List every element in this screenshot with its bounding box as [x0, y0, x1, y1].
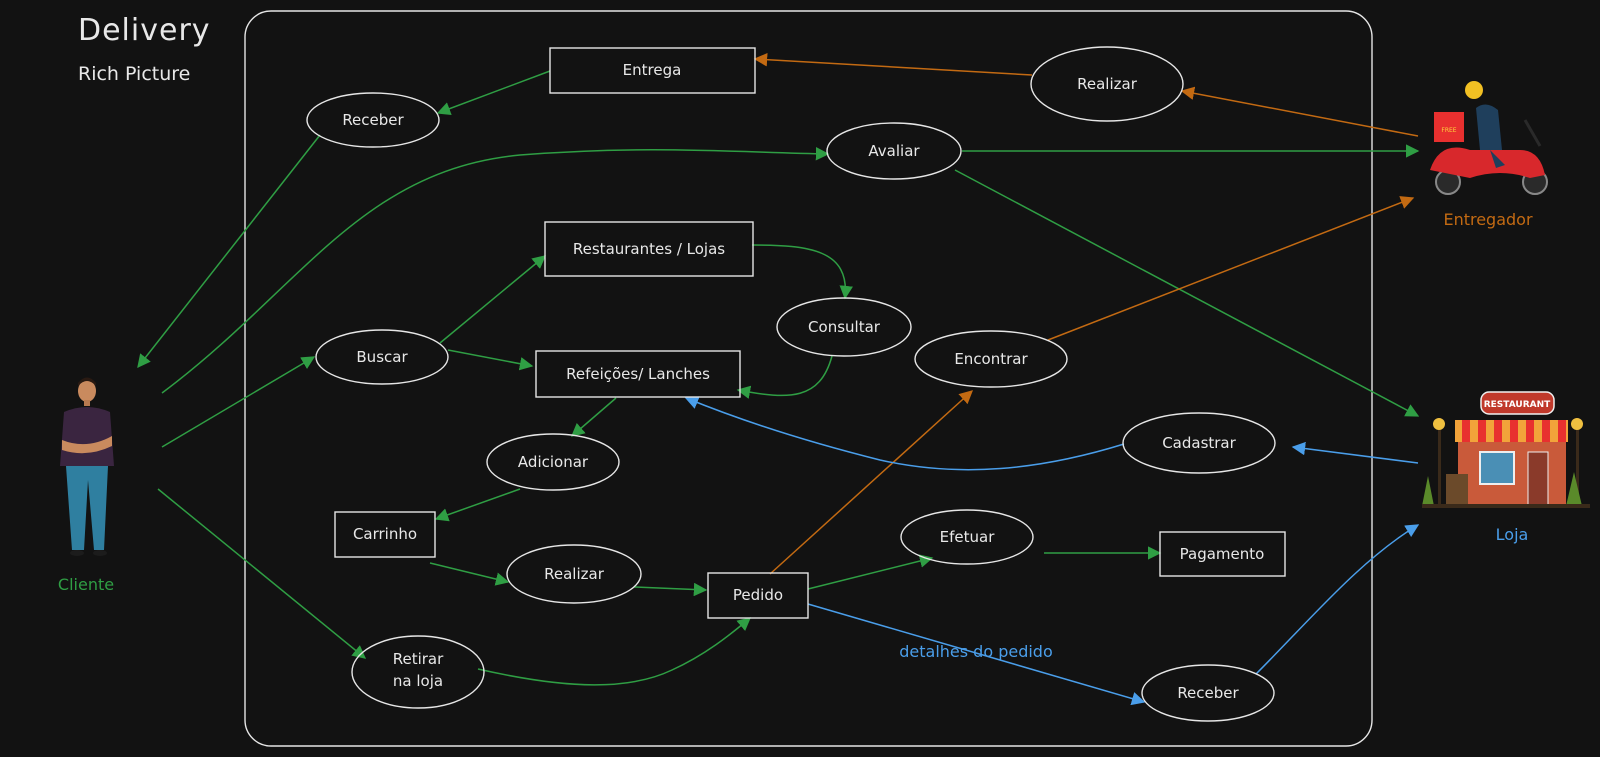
- edge-adicionar-carrinho: [434, 488, 521, 522]
- edge-carrinho-realizar: [429, 562, 510, 586]
- system-boundary: [244, 10, 1373, 747]
- node-pagamento: [1159, 531, 1286, 577]
- node-efetuar: [900, 509, 1034, 565]
- node-avaliar: [826, 122, 962, 180]
- node-realizar-pedido-label: Realizar: [544, 565, 605, 583]
- person-icon: [60, 377, 114, 556]
- actor-cliente-label: Cliente: [58, 575, 114, 594]
- node-restaurantes-lojas: [544, 221, 754, 277]
- restaurant-sign-text: RESTAURANT: [1484, 400, 1551, 410]
- edge-pedido-receber: [807, 603, 1146, 706]
- node-refeicoes-lanches: [535, 350, 741, 398]
- edge-loja-cadastrar: [1291, 441, 1419, 464]
- node-adicionar: [486, 433, 620, 491]
- edge-retirar-pedido: [477, 617, 752, 686]
- edge-refeicoes-adicionar: [570, 397, 617, 437]
- node-carrinho-label: Carrinho: [353, 525, 417, 543]
- edge-buscar-restaurantes: [439, 255, 547, 344]
- node-efetuar-label: Efetuar: [940, 528, 996, 546]
- node-cadastrar-label: Cadastrar: [1162, 434, 1236, 452]
- edge-realizar-entrega: [753, 52, 1033, 76]
- edge-receber-cliente: [137, 134, 321, 369]
- node-buscar-label: Buscar: [356, 348, 408, 366]
- node-buscar: [315, 329, 449, 385]
- node-restaurantes-lojas-label: Restaurantes / Lojas: [573, 240, 725, 258]
- node-carrinho: [334, 511, 436, 558]
- edge-receber-loja: [1255, 524, 1420, 675]
- edge-buscar-refeicoes: [447, 349, 534, 371]
- edge-encontrar-entregador: [1047, 196, 1415, 341]
- node-entrega-label: Entrega: [623, 61, 682, 79]
- edge-restaurantes-consultar: [751, 244, 853, 300]
- node-encontrar: [914, 330, 1068, 388]
- node-retirar-na-loja: [351, 635, 485, 709]
- edge-cliente-retirar: [157, 488, 367, 659]
- node-receber-loja-label: Receber: [1177, 684, 1239, 702]
- restaurant-store-icon: RESTAURANT: [1422, 391, 1590, 508]
- edge-label-detalhes: detalhes do pedido: [899, 642, 1053, 661]
- node-retirar-line1: Retirar: [393, 650, 444, 668]
- edge-pedido-encontrar: [769, 390, 974, 575]
- node-cadastrar: [1122, 412, 1276, 474]
- edges: [137, 52, 1420, 706]
- edge-realizar-pedido: [633, 582, 708, 597]
- node-realizar-pedido: [506, 544, 642, 604]
- node-realizar-entrega: [1030, 46, 1184, 122]
- node-retirar-line2: na loja: [393, 672, 443, 690]
- node-pagamento-label: Pagamento: [1180, 545, 1265, 563]
- edge-cadastrar-refeicoes: [684, 396, 1125, 471]
- edge-consultar-refeicoes: [736, 355, 833, 399]
- edge-cliente-avaliar: [161, 147, 830, 394]
- node-pedido: [707, 572, 809, 619]
- edge-entrega-receber: [436, 70, 551, 116]
- delivery-scooter-icon: FREE: [1430, 81, 1548, 195]
- diagram-title: Delivery: [78, 13, 211, 48]
- node-receber-cliente: [306, 92, 440, 148]
- node-entrega: [549, 47, 756, 94]
- node-consultar: [776, 297, 912, 357]
- actor-entregador-label: Entregador: [1443, 210, 1533, 229]
- node-receber-loja: [1141, 664, 1275, 722]
- node-adicionar-label: Adicionar: [518, 453, 589, 471]
- node-receber-cliente-label: Receber: [342, 111, 404, 129]
- edge-cliente-buscar: [161, 356, 316, 448]
- node-pedido-label: Pedido: [733, 586, 783, 604]
- node-encontrar-label: Encontrar: [954, 350, 1028, 368]
- edge-avaliar-loja: [954, 169, 1420, 417]
- diagram-subtitle: Rich Picture: [78, 63, 190, 85]
- node-refeicoes-lanches-label: Refeições/ Lanches: [566, 365, 710, 383]
- svg-text:FREE: FREE: [1441, 127, 1456, 134]
- node-avaliar-label: Avaliar: [868, 142, 920, 160]
- edge-entregador-realizar: [1180, 86, 1419, 137]
- actor-loja-label: Loja: [1496, 525, 1529, 544]
- node-consultar-label: Consultar: [808, 318, 881, 336]
- edge-pedido-efetuar: [807, 554, 934, 590]
- node-realizar-entrega-label: Realizar: [1077, 75, 1138, 93]
